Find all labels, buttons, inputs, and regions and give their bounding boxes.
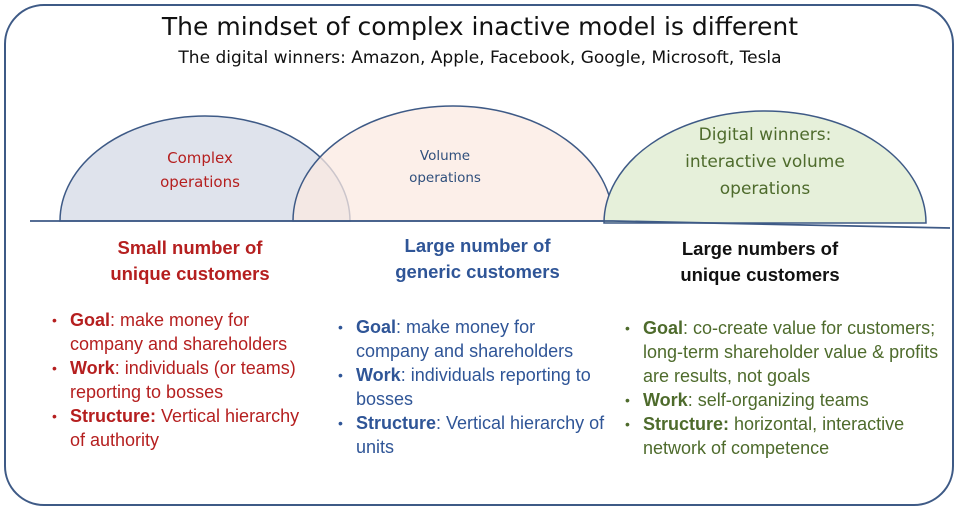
point-text: : self-organizing teams	[687, 390, 869, 410]
list-item: • Goal: co-create value for customers; lo…	[625, 316, 945, 388]
bullet-icon: •	[338, 415, 343, 431]
point-text: : make money for company and shareholder…	[356, 317, 574, 361]
list-item: • Work: self-organizing teams	[625, 388, 945, 412]
baseline	[30, 220, 951, 229]
diagram-title: The mindset of complex inactive model is…	[161, 12, 799, 41]
point-text: horizontal, interactive network of compe…	[643, 414, 905, 458]
bullet-icon: •	[338, 367, 343, 383]
list-item: • Structure: Vertical hierarchy of author…	[52, 404, 317, 452]
column-points-complex: • Goal: make money for company and shareh…	[52, 308, 317, 452]
point-text: : individuals reporting to bosses	[356, 365, 591, 409]
bullet-icon: •	[52, 408, 57, 424]
column-heading-large-generic: Large number of generic customers	[395, 235, 560, 282]
point-key: Work	[70, 358, 115, 378]
dome-volume-operations	[292, 105, 614, 222]
point-key: Structure:	[70, 406, 157, 426]
point-key: Structure	[356, 413, 437, 433]
point-key: Work	[643, 390, 688, 410]
list-item: • Goal: make money for company and shareh…	[52, 308, 317, 356]
bullet-icon: •	[625, 320, 630, 336]
point-key: Goal	[643, 318, 684, 338]
list-item: • Structure: Vertical hierarchy of units	[338, 411, 613, 459]
column-heading-small-unique: Small number of unique customers	[110, 237, 270, 284]
dome-label-digital: Digital winners: interactive volume oper…	[685, 125, 845, 199]
diagram-subtitle: The digital winners: Amazon, Apple, Face…	[178, 48, 782, 68]
dome-label-complex: Complex operations	[160, 149, 240, 191]
column-heading-large-unique: Large numbers of unique customers	[680, 238, 840, 285]
point-text: : individuals (or teams) reporting to bo…	[70, 358, 296, 402]
point-key: Work	[356, 365, 401, 385]
point-text: : make money for company and shareholder…	[70, 310, 288, 354]
point-text: : co-create value for customers; long-te…	[643, 318, 939, 386]
point-text: : Vertical hierarchy of units	[356, 413, 605, 457]
dome-label-volume: Volume operations	[409, 148, 481, 186]
bullet-icon: •	[625, 416, 630, 432]
dome-digital-winners	[603, 110, 927, 224]
bullet-icon: •	[625, 392, 630, 408]
column-points-volume: • Goal: make money for company and shareh…	[338, 315, 613, 459]
point-text: Vertical hierarchy of authority	[70, 406, 300, 450]
column-points-digital: • Goal: co-create value for customers; lo…	[625, 316, 945, 460]
list-item: • Goal: make money for company and shareh…	[338, 315, 613, 363]
point-key: Goal	[356, 317, 397, 337]
list-item: • Work: individuals reporting to bosses	[338, 363, 613, 411]
diagram-frame	[4, 4, 954, 506]
list-item: • Work: individuals (or teams) reporting …	[52, 356, 317, 404]
point-key: Goal	[70, 310, 111, 330]
bullet-icon: •	[52, 312, 57, 328]
bullet-icon: •	[52, 360, 57, 376]
bullet-icon: •	[338, 319, 343, 335]
point-key: Structure:	[643, 414, 730, 434]
list-item: • Structure: horizontal, interactive netw…	[625, 412, 945, 460]
